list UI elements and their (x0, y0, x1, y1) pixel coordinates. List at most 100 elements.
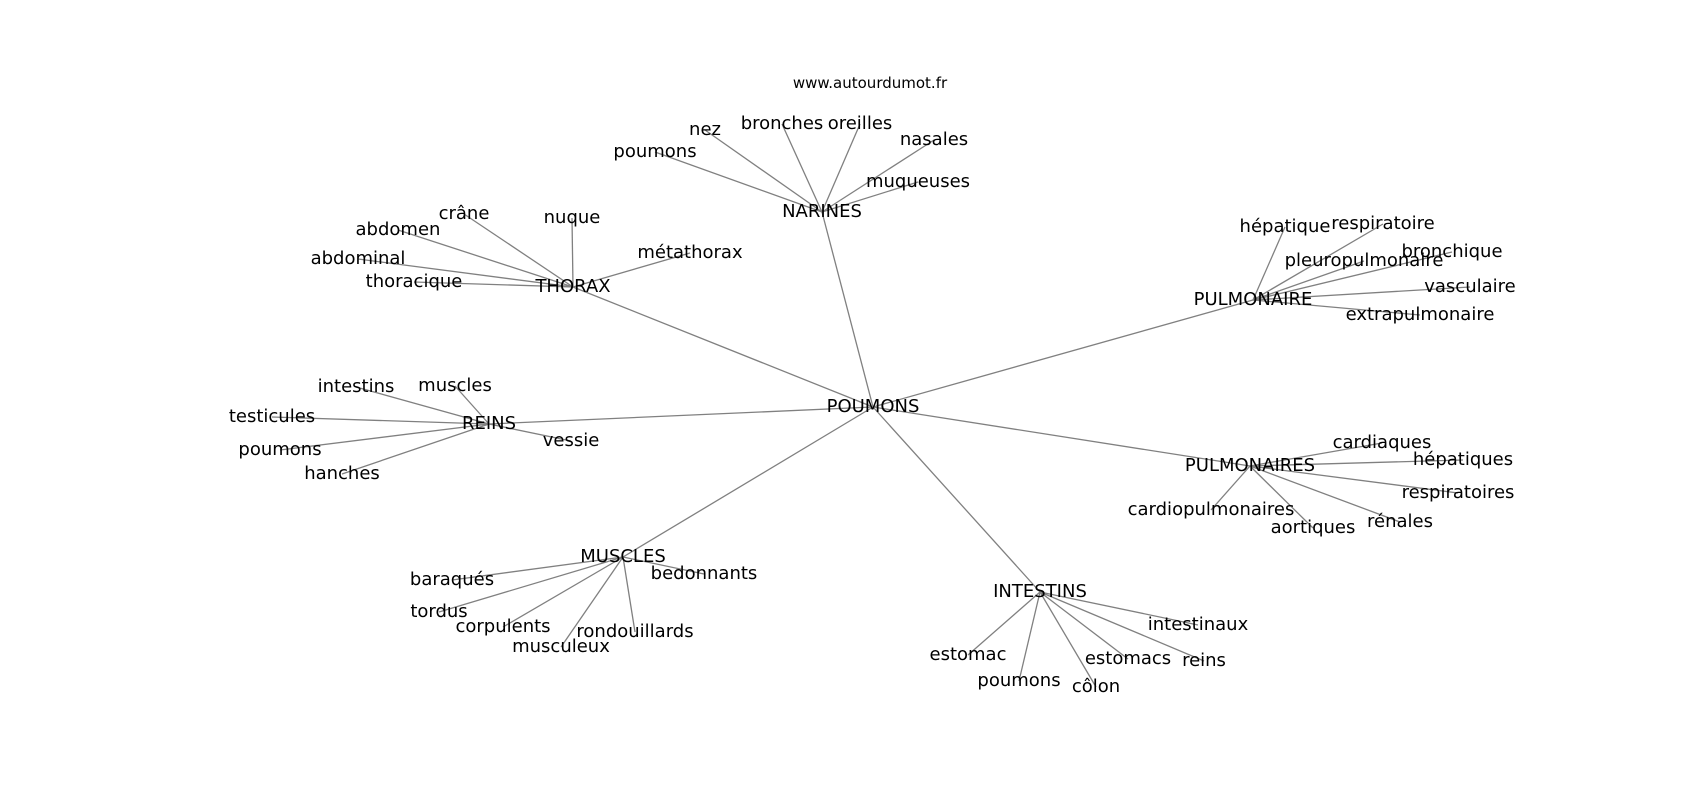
leaf-edge (1249, 465, 1401, 523)
leaf-edge (454, 385, 490, 425)
word-node[interactable]: abdominal (311, 248, 406, 269)
word-node[interactable]: oreilles (828, 113, 893, 134)
hub-node[interactable]: PULMONAIRES (1185, 455, 1315, 476)
leaf-edge (1249, 465, 1459, 494)
center-edge (572, 286, 874, 408)
leaf-edge (560, 556, 624, 648)
word-node[interactable]: côlon (1072, 676, 1120, 697)
hub-node[interactable]: THORAX (534, 276, 610, 297)
leaf-edge (1252, 260, 1365, 301)
leaf-edge (781, 123, 823, 213)
leaf-edge (1252, 251, 1453, 301)
word-node[interactable]: nuque (544, 207, 601, 228)
center-edge (622, 406, 874, 558)
word-node[interactable]: extrapulmonaire (1346, 304, 1495, 325)
center-edge (872, 406, 1251, 467)
leaf-edge (821, 181, 919, 213)
word-node[interactable]: rénales (1367, 511, 1433, 532)
word-node[interactable]: métathorax (637, 242, 743, 263)
hub-node[interactable]: MUSCLES (580, 546, 666, 567)
word-node[interactable]: nez (689, 119, 721, 140)
word-node[interactable]: vessie (543, 430, 600, 451)
word-node[interactable]: baraqués (410, 569, 494, 590)
leaf-edge (1249, 459, 1464, 467)
word-node[interactable]: intestinaux (1148, 614, 1249, 635)
word-node[interactable]: nasales (900, 129, 968, 150)
leaf-edge (279, 423, 490, 451)
leaf-edge (1039, 591, 1129, 660)
leaf-edge (654, 151, 823, 213)
word-node[interactable]: abdomen (356, 219, 441, 240)
leaf-edge (397, 229, 574, 288)
leaf-edge (502, 556, 624, 628)
leaf-edge (1039, 591, 1199, 626)
leaf-edge (355, 386, 490, 425)
word-node[interactable]: poumons (238, 439, 321, 460)
word-node[interactable]: rondouillards (576, 621, 693, 642)
leaf-edge (1252, 286, 1471, 301)
leaf-edge (571, 217, 574, 288)
word-node[interactable]: cardiopulmonaires (1128, 499, 1295, 520)
center-node[interactable]: POUMONS (827, 396, 920, 417)
word-node[interactable]: bedonnants (651, 563, 758, 584)
word-node[interactable]: cardiaques (1333, 432, 1432, 453)
word-node[interactable]: vasculaire (1424, 276, 1515, 297)
hub-node[interactable]: PULMONAIRE (1194, 289, 1313, 310)
leaf-edge (1252, 223, 1384, 301)
leaf-edge (463, 213, 574, 288)
word-node[interactable]: bronchique (1401, 241, 1502, 262)
word-node[interactable]: hanches (304, 463, 380, 484)
center-edge (821, 211, 874, 408)
hub-node[interactable]: INTESTINS (993, 581, 1087, 602)
edges-layer (271, 123, 1471, 688)
leaf-edge (357, 258, 574, 288)
leaf-edge (967, 591, 1041, 656)
source-label: www.autourdumot.fr (793, 74, 948, 92)
hub-node[interactable]: REINS (462, 413, 516, 434)
leaf-edge (622, 556, 705, 575)
word-node[interactable]: muqueuses (866, 171, 970, 192)
leaf-edge (1210, 465, 1251, 511)
word-node[interactable]: poumons (977, 670, 1060, 691)
center-edge (872, 299, 1254, 408)
word-node[interactable]: tordus (410, 601, 467, 622)
word-node[interactable]: musculeux (512, 636, 610, 657)
word-node[interactable]: intestins (318, 376, 395, 397)
leaf-edge (451, 556, 624, 581)
leaf-edge (1252, 226, 1286, 301)
leaf-edge (438, 556, 624, 613)
word-node[interactable]: bronches (741, 113, 824, 134)
word-node[interactable]: hépatiques (1413, 449, 1513, 470)
leaf-edge (821, 139, 935, 213)
word-node[interactable]: respiratoire (1331, 213, 1434, 234)
leaf-edge (1039, 591, 1205, 662)
leaf-edge (271, 416, 490, 425)
leaf-edge (821, 123, 861, 213)
word-node[interactable]: hépatique (1240, 216, 1331, 237)
leaf-edge (413, 281, 574, 288)
word-node[interactable]: poumons (613, 141, 696, 162)
leaf-edge (1018, 591, 1041, 682)
leaf-edge (1252, 299, 1421, 316)
word-node[interactable]: corpulents (455, 616, 550, 637)
leaf-edge (1039, 591, 1097, 688)
word-node[interactable]: estomac (930, 644, 1007, 665)
word-node[interactable]: pleuropulmonaire (1285, 250, 1444, 271)
leaf-edge (488, 423, 572, 442)
word-node[interactable]: aortiques (1271, 517, 1356, 538)
center-edge (872, 406, 1041, 593)
hub-node[interactable]: NARINES (782, 201, 862, 222)
leaf-edge (572, 252, 691, 288)
leaf-edge (704, 129, 823, 213)
leaf-edge (341, 423, 490, 475)
word-node[interactable]: estomacs (1085, 648, 1171, 669)
word-node[interactable]: thoracique (366, 271, 463, 292)
word-node[interactable]: crâne (439, 203, 490, 224)
word-node[interactable]: respiratoires (1402, 482, 1515, 503)
word-node[interactable]: reins (1182, 650, 1226, 671)
word-node[interactable]: muscles (418, 375, 492, 396)
word-node[interactable]: testicules (229, 406, 315, 427)
